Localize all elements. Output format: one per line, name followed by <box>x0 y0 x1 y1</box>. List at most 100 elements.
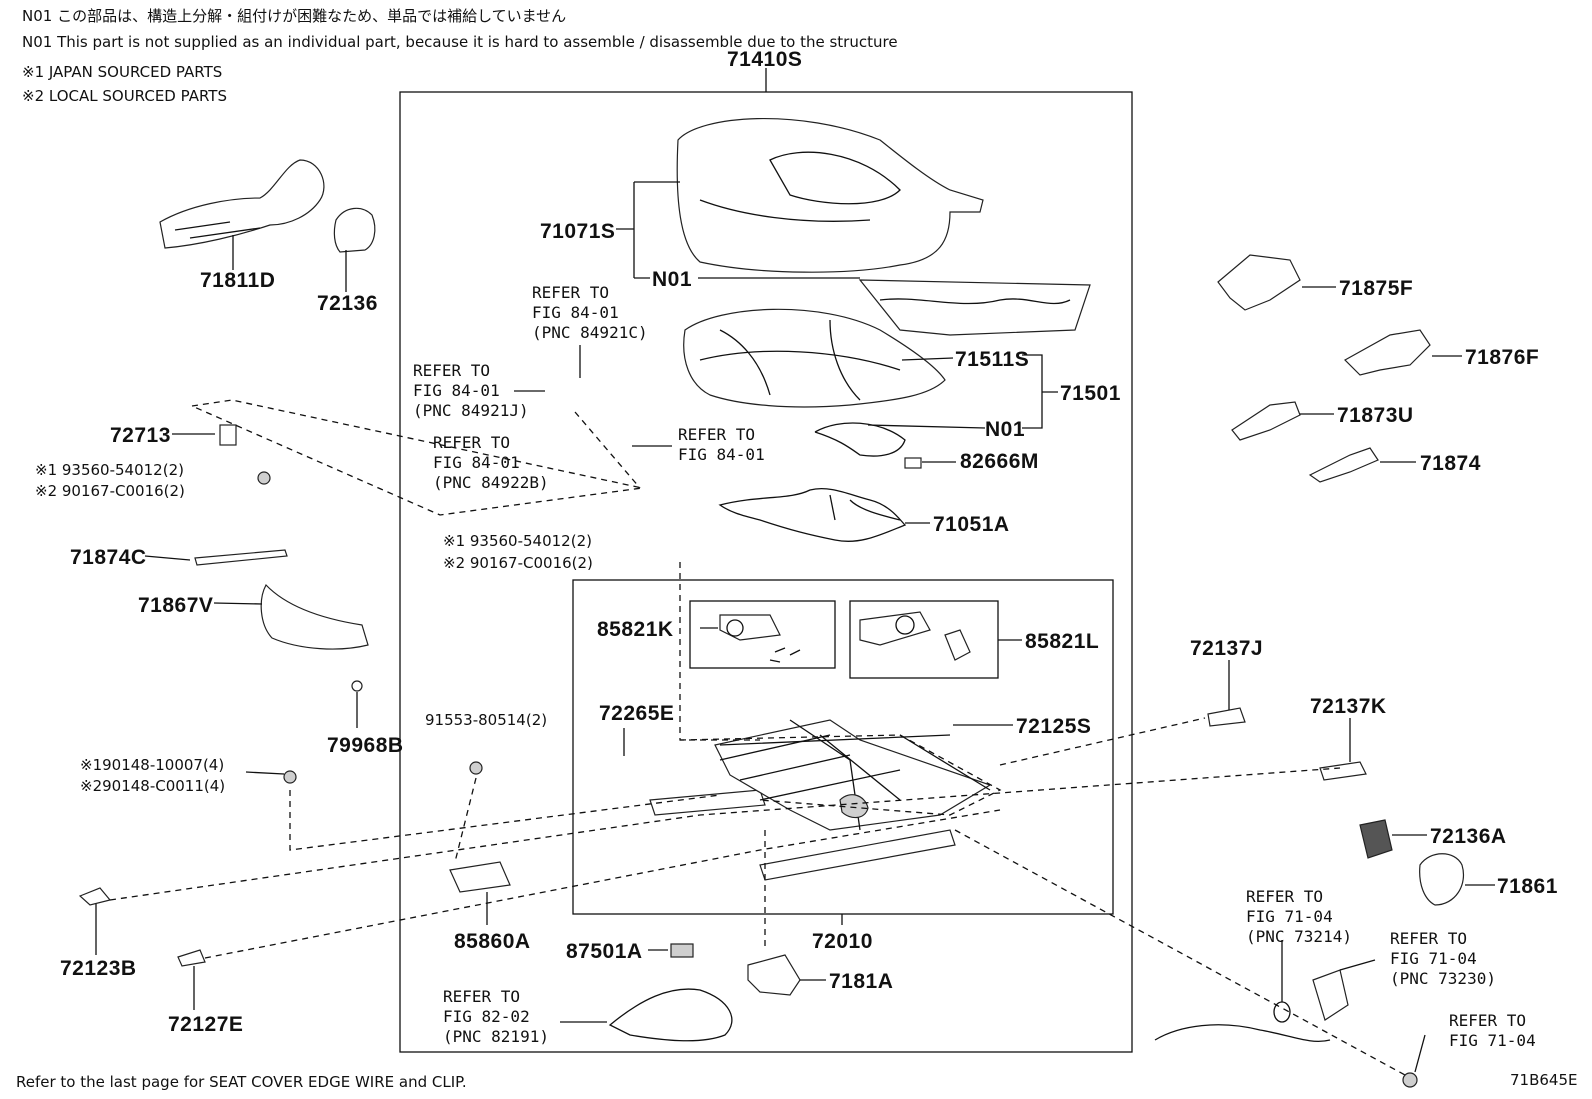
sensor-85860A[interactable] <box>449 861 511 893</box>
motor-box-85821K <box>689 600 836 669</box>
part-label-82666M[interactable]: 82666M <box>960 450 1039 473</box>
svg-text:REFER TO: REFER TO <box>443 987 520 1006</box>
svg-text:FIG 84-01: FIG 84-01 <box>413 381 500 400</box>
cushion-mat[interactable] <box>858 279 1091 336</box>
refer-to-84921J[interactable]: REFER TO FIG 84-01 (PNC 84921J) <box>413 361 529 420</box>
belt-buckle-harness[interactable] <box>1154 1024 1331 1042</box>
part-label-71501[interactable]: 71501 <box>1060 382 1121 405</box>
part-label-87501A[interactable]: 87501A <box>566 940 643 963</box>
bolt-90148[interactable] <box>283 770 297 784</box>
seat-heater-wire[interactable] <box>814 422 906 457</box>
part-label-71051A[interactable]: 71051A <box>933 513 1010 536</box>
seat-cushion-pad[interactable] <box>683 308 946 408</box>
part-label-71811D[interactable]: 71811D <box>200 269 275 292</box>
svg-text:REFER TO: REFER TO <box>413 361 490 380</box>
part-label-85860A[interactable]: 85860A <box>454 930 531 953</box>
knob-71861[interactable] <box>1419 853 1464 906</box>
part-label-71873U[interactable]: 71873U <box>1337 404 1414 427</box>
bracket-71875F[interactable] <box>1217 254 1301 311</box>
subpart-label-93560-a[interactable]: ※1 93560-54012(2) <box>35 461 184 479</box>
part-label-N01-heater[interactable]: N01 <box>985 418 1025 441</box>
figure-code: 71B645E <box>1510 1071 1578 1089</box>
svg-text:(PNC 73230): (PNC 73230) <box>1390 969 1496 988</box>
part-label-72137K[interactable]: 72137K <box>1310 695 1387 718</box>
bolt-91553[interactable] <box>469 761 483 775</box>
wire-harness-71051A[interactable] <box>718 488 907 542</box>
part-label-71511S[interactable]: 71511S <box>955 348 1029 371</box>
part-label-71875F[interactable]: 71875F <box>1339 277 1413 300</box>
part-label-72713[interactable]: 72713 <box>110 424 171 447</box>
bracket-71873U[interactable] <box>1231 401 1301 441</box>
part-label-71861[interactable]: 71861 <box>1497 875 1558 898</box>
cover-72136A[interactable] <box>1359 819 1393 859</box>
part-label-72125S[interactable]: 72125S <box>1016 715 1091 738</box>
part-label-71867V[interactable]: 71867V <box>138 594 213 617</box>
refer-to-84922B[interactable]: REFER TO FIG 84-01 (PNC 84922B) <box>433 433 549 492</box>
part-label-N01-mat[interactable]: N01 <box>652 268 692 291</box>
part-label-71874C[interactable]: 71874C <box>70 546 147 569</box>
refer-to-82191[interactable]: REFER TO FIG 82-02 (PNC 82191) <box>443 987 549 1046</box>
refer-to-73230[interactable]: REFER TO FIG 71-04 (PNC 73230) <box>1390 929 1496 988</box>
svg-text:(PNC 84921C): (PNC 84921C) <box>532 323 648 342</box>
svg-text:(PNC 84922B): (PNC 84922B) <box>433 473 549 492</box>
seat-cushion-cover[interactable] <box>676 117 984 273</box>
subpart-label-93560-b[interactable]: ※1 93560-54012(2) <box>443 532 592 550</box>
nut-fig-71-04[interactable] <box>1402 1072 1418 1088</box>
refer-to-73214[interactable]: REFER TO FIG 71-04 (PNC 73214) <box>1246 887 1352 946</box>
wire-harness-82191[interactable] <box>608 988 733 1042</box>
part-label-71874[interactable]: 71874 <box>1420 452 1481 475</box>
part-label-71876F[interactable]: 71876F <box>1465 346 1539 369</box>
cover-72127E[interactable] <box>177 949 206 967</box>
refer-to-84921C[interactable]: REFER TO FIG 84-01 (PNC 84921C) <box>532 283 648 342</box>
part-label-72123B[interactable]: 72123B <box>60 957 137 980</box>
cover-72137K[interactable] <box>1319 761 1367 781</box>
part-label-72010[interactable]: 72010 <box>812 930 873 953</box>
refer-to-fig-84-01[interactable]: REFER TO FIG 84-01 <box>678 425 765 464</box>
part-label-79968B[interactable]: 79968B <box>327 734 404 757</box>
connector-82666M[interactable] <box>904 457 922 469</box>
refer-to-fig-71-04[interactable]: REFER TO FIG 71-04 <box>1449 1011 1536 1050</box>
bracket-71874[interactable] <box>1308 447 1379 483</box>
knob-72136[interactable] <box>333 207 376 253</box>
footer-refer-note: Refer to the last page for SEAT COVER ED… <box>16 1073 467 1091</box>
bracket-72713[interactable] <box>219 424 237 446</box>
subpart-label-90167-a[interactable]: ※2 90167-C0016(2) <box>35 482 185 500</box>
part-label-85821K[interactable]: 85821K <box>597 618 674 641</box>
cover-72137J[interactable] <box>1207 707 1246 727</box>
part-label-72265E[interactable]: 72265E <box>599 702 674 725</box>
svg-text:FIG 84-01: FIG 84-01 <box>678 445 765 464</box>
dashed-leaders <box>109 399 1406 1076</box>
part-label-7181A[interactable]: 7181A <box>829 970 893 993</box>
cover-71874C[interactable] <box>194 549 288 566</box>
subpart-label-90148-10007[interactable]: ※190148-10007(4) <box>80 756 224 774</box>
part-label-72136[interactable]: 72136 <box>317 292 378 315</box>
seat-belt-buckle[interactable] <box>1312 969 1349 1021</box>
part-label-72137J[interactable]: 72137J <box>1190 637 1263 660</box>
svg-text:REFER TO: REFER TO <box>678 425 755 444</box>
svg-text:FIG 71-04: FIG 71-04 <box>1449 1031 1536 1050</box>
subpart-label-91553[interactable]: 91553-80514(2) <box>425 711 547 729</box>
part-label-85821L[interactable]: 85821L <box>1025 630 1099 653</box>
svg-text:REFER TO: REFER TO <box>433 433 510 452</box>
motor-85821K[interactable] <box>719 614 801 663</box>
cover-71867V[interactable] <box>260 583 369 650</box>
connector-87501A[interactable] <box>670 943 694 958</box>
motor-85821L[interactable] <box>859 611 971 661</box>
seat-cushion-shield-71811D[interactable] <box>159 159 325 249</box>
clip-79968B[interactable] <box>351 680 363 692</box>
part-label-72127E[interactable]: 72127E <box>168 1013 243 1036</box>
bolt-93560[interactable] <box>257 471 271 485</box>
svg-text:(PNC 84921J): (PNC 84921J) <box>413 401 529 420</box>
bracket-71876F[interactable] <box>1344 329 1431 376</box>
note-local-sourced: ※2 LOCAL SOURCED PARTS <box>22 87 227 105</box>
part-label-71410S[interactable]: 71410S <box>727 48 802 71</box>
part-label-72136A[interactable]: 72136A <box>1430 825 1507 848</box>
part-label-71071S[interactable]: 71071S <box>540 220 615 243</box>
svg-text:(PNC 82191): (PNC 82191) <box>443 1027 549 1046</box>
seat-track-frame[interactable] <box>649 719 992 881</box>
cover-72123B[interactable] <box>78 887 112 906</box>
motor-7181A[interactable] <box>747 954 801 996</box>
subpart-label-90148-C0011[interactable]: ※290148-C0011(4) <box>80 777 225 795</box>
subpart-label-90167-b[interactable]: ※2 90167-C0016(2) <box>443 554 593 572</box>
